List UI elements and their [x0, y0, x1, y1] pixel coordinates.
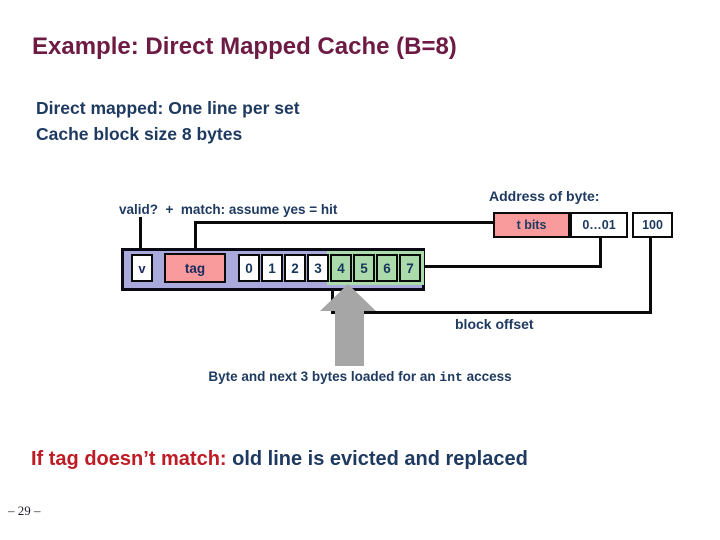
byte-cell-3: 3 — [307, 254, 329, 282]
connector-blockoffset-drop — [649, 237, 652, 314]
byte-cell-1: 1 — [261, 254, 283, 282]
byte-cell-7: 7 — [399, 254, 421, 282]
tag-cell: tag — [164, 253, 226, 283]
cache-line-box: v tag 0 1 2 3 4 5 6 7 — [121, 248, 425, 291]
byte-cell-4: 4 — [330, 254, 352, 282]
int-code-text: int — [439, 370, 463, 385]
valid-match-label: valid? + match: assume yes = hit — [119, 202, 338, 217]
slide-subtitle: Direct mapped: One line per set Cache bl… — [36, 95, 300, 147]
byte-load-note-suffix: access — [462, 369, 512, 384]
connector-cacheline-to-setindex — [424, 265, 602, 268]
connector-match-to-tag — [194, 221, 197, 255]
address-field-block-offset: 100 — [632, 212, 673, 238]
connector-blockoffset-horizontal — [331, 311, 652, 314]
address-field-set-index: 0…01 — [570, 212, 628, 238]
conclusion-navy-text: old line is evicted and replaced — [232, 448, 528, 470]
valid-bit-cell: v — [131, 254, 153, 282]
conclusion-red-text: If tag doesn’t match: — [31, 448, 233, 470]
byte-cell-2: 2 — [284, 254, 306, 282]
byte-load-note-prefix: Byte and next 3 bytes loaded for an — [208, 369, 440, 384]
slide-title: Example: Direct Mapped Cache (B=8) — [32, 33, 457, 60]
block-offset-label: block offset — [455, 316, 534, 332]
connector-tag-to-tbits — [194, 221, 495, 224]
address-of-byte-label: Address of byte: — [489, 188, 600, 204]
page-number: – 29 – — [8, 503, 41, 518]
selection-arrow-shaft — [335, 310, 364, 366]
subtitle-line-1: Direct mapped: One line per set — [36, 98, 300, 118]
byte-load-note: Byte and next 3 bytes loaded for an int … — [0, 369, 720, 385]
address-field-t-bits: t bits — [493, 212, 570, 238]
connector-setindex-drop — [599, 237, 602, 268]
connector-valid-to-vbit — [139, 217, 142, 256]
conclusion-line: If tag doesn’t match: old line is evicte… — [31, 448, 528, 471]
byte-cell-6: 6 — [376, 254, 398, 282]
selection-arrow-head-icon — [320, 284, 376, 311]
byte-cell-5: 5 — [353, 254, 375, 282]
subtitle-line-2: Cache block size 8 bytes — [36, 124, 243, 144]
byte-cell-0: 0 — [238, 254, 260, 282]
